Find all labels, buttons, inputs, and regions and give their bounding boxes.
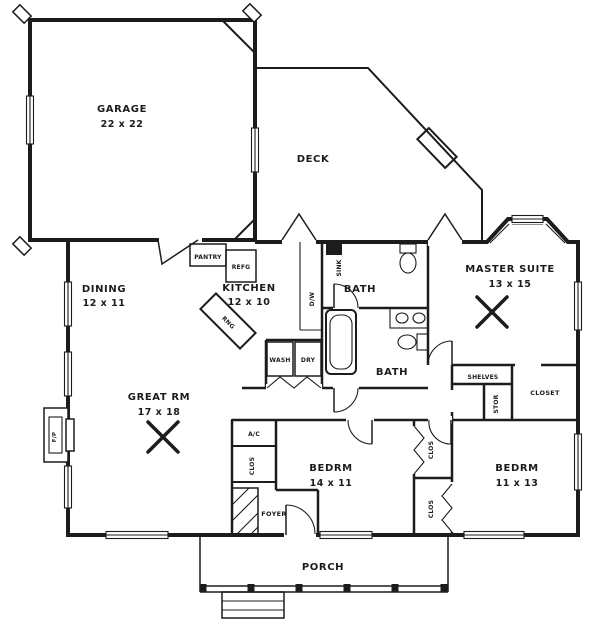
kitchen-counter — [299, 242, 322, 331]
great-room-label: GREAT RM — [128, 392, 190, 403]
room-labels: GARAGE 22 x 22 DECK DINING 12 x 11 KITCH… — [82, 104, 555, 573]
porch-posts — [199, 584, 448, 592]
garage-room-dims: 22 x 22 — [101, 119, 144, 130]
master-suite-dims: 13 x 15 — [489, 279, 532, 290]
clos-bed1-label: CLOS — [428, 441, 435, 459]
closet-label: CLOSET — [530, 389, 560, 397]
corner-board-icon — [11, 235, 33, 257]
great-room-dims: 17 x 18 — [138, 407, 181, 418]
dishwasher-label: D/W — [309, 292, 316, 307]
closet-bifold-door — [410, 425, 425, 475]
window — [63, 281, 73, 327]
window — [25, 95, 35, 145]
dining-room-dims: 12 x 11 — [83, 298, 126, 309]
front-door-swing — [284, 504, 316, 539]
clos-bed2-label: CLOS — [428, 500, 435, 518]
window — [63, 465, 73, 509]
dryer-box — [294, 341, 322, 377]
master-suite-label: MASTER SUITE — [465, 264, 555, 275]
kitchen-room-label: KITCHEN — [222, 283, 275, 294]
stairs — [231, 487, 259, 536]
bedroom1-door-swing — [346, 416, 374, 445]
hall-closet — [231, 445, 277, 483]
fireplace-icon — [43, 407, 75, 463]
garage-door-swing — [157, 236, 202, 266]
fixture-labels: PANTRY REFG SINK RNG D/W WASH DRY SHELVE… — [52, 254, 560, 518]
vanity-icon — [389, 307, 429, 329]
window — [319, 530, 373, 540]
bath-master-label: BATH — [376, 367, 408, 378]
kitchen-island — [199, 292, 257, 350]
deck-double-door — [427, 212, 463, 246]
clos-hall-label: CLOS — [249, 457, 256, 475]
bath-door-swing — [333, 384, 359, 413]
porch-label: PORCH — [302, 562, 344, 573]
bedroom1-dims: 14 x 11 — [310, 478, 353, 489]
window — [573, 433, 583, 491]
window — [105, 530, 169, 540]
storage-label: STOR — [493, 394, 500, 413]
bedroom2-dims: 11 x 13 — [496, 478, 539, 489]
garage-room-label: GARAGE — [97, 104, 147, 115]
doors — [157, 212, 541, 539]
window — [511, 214, 544, 224]
dining-room-label: DINING — [82, 284, 126, 295]
deck-double-door — [281, 212, 317, 246]
ac-unit-label: A/C — [248, 431, 260, 438]
deck-structure — [255, 67, 483, 240]
master-door-swing — [427, 340, 453, 366]
fireplace-label: F/P — [52, 432, 58, 442]
storage-door-gap — [448, 390, 456, 412]
bedroom1-label: BEDRM — [309, 463, 352, 474]
kitchen-fixtures — [189, 242, 342, 350]
porch-steps — [221, 591, 285, 619]
bath-door-swing — [333, 283, 359, 312]
kitchen-room-dims: 12 x 10 — [228, 297, 271, 308]
sink-basin — [326, 244, 342, 255]
laundry-bifold-door — [266, 376, 322, 392]
toilet-icon — [399, 243, 417, 274]
ceiling-fan-icon — [146, 420, 180, 454]
pantry-label: PANTRY — [194, 254, 222, 261]
bathroom-fixtures — [325, 243, 429, 375]
window — [63, 351, 73, 397]
bath-main-label: BATH — [344, 284, 376, 295]
bathtub-icon — [325, 309, 357, 375]
closet-bifold-door — [441, 482, 456, 533]
sink-label: SINK — [336, 259, 343, 276]
bedroom2-door-swing — [428, 416, 452, 445]
range-label: RNG — [220, 315, 236, 331]
window — [250, 127, 260, 173]
refrigerator-label: REFG — [232, 264, 251, 271]
washer-label: WASH — [269, 357, 290, 364]
porch-structure — [199, 535, 449, 619]
refrigerator-box — [225, 249, 257, 283]
laundry-fixtures — [266, 341, 322, 377]
corner-board-icon — [11, 3, 33, 25]
deck-step — [415, 126, 459, 170]
corner-board-icon — [241, 2, 263, 24]
bedroom2-label: BEDRM — [495, 463, 538, 474]
closet-door-gap — [515, 361, 541, 369]
windows — [25, 95, 583, 540]
deck-room-label: DECK — [297, 154, 330, 165]
window — [463, 530, 525, 540]
dryer-label: DRY — [301, 357, 316, 364]
shelves-label: SHELVES — [468, 374, 499, 381]
storage-fixtures — [231, 419, 277, 483]
toilet-icon — [397, 333, 429, 351]
foyer-label: FOYER — [261, 510, 286, 518]
washer-box — [266, 341, 294, 377]
ceiling-fan-icon — [475, 295, 509, 329]
window — [573, 281, 583, 331]
